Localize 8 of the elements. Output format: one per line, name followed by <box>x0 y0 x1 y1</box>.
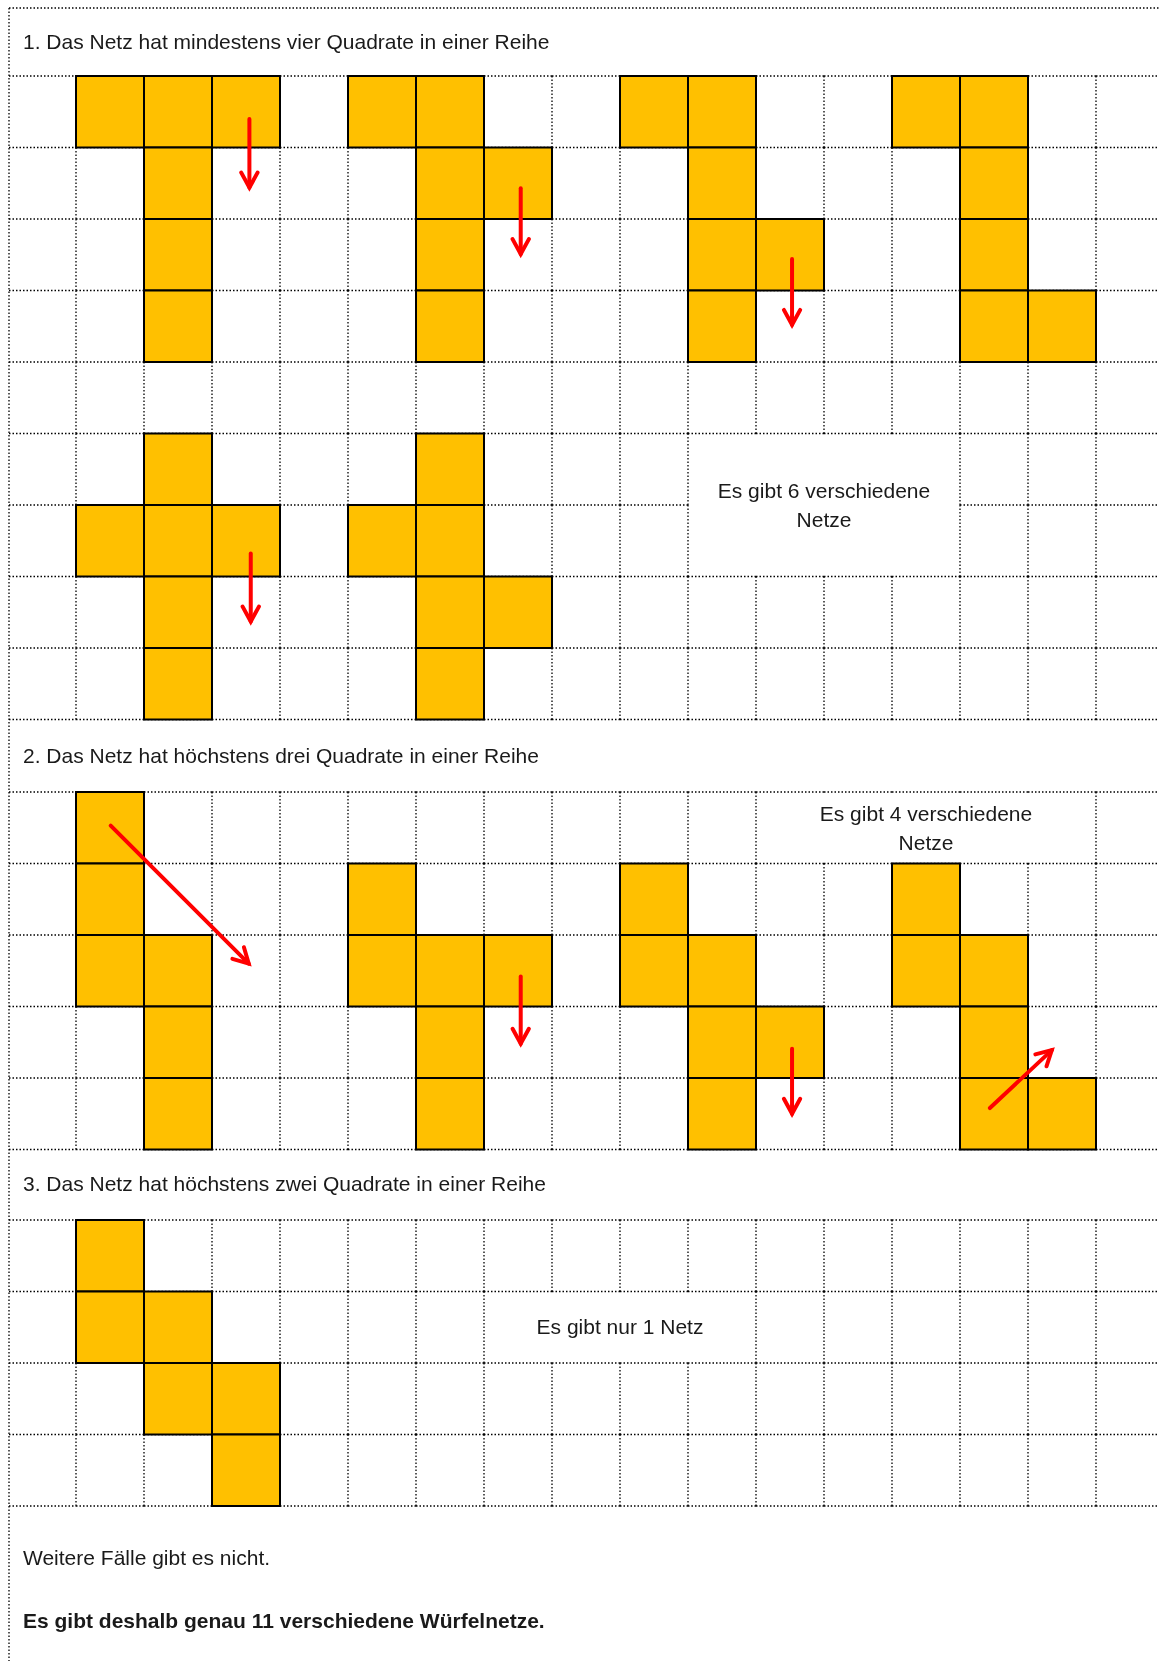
section-heading: 2. Das Netz hat höchstens drei Quadrate in einer Reihe <box>23 744 539 768</box>
section-heading: Weitere Fälle gibt es nicht. <box>23 1546 271 1570</box>
note-text: Es gibt 4 verschiedene Netze <box>818 800 1034 856</box>
note-text: Es gibt 6 verschiedene Netze <box>716 477 932 533</box>
section-heading: 1. Das Netz hat mindestens vier Quadrate in einer Reihe <box>23 30 550 54</box>
note-text: Es gibt nur 1 Netz <box>536 1314 704 1341</box>
conclusion-text: Es gibt deshalb genau 11 verschiedene Würfelnetze. <box>23 1609 545 1633</box>
section-heading: 3. Das Netz hat höchstens zwei Quadrate in einer Reihe <box>23 1172 546 1196</box>
